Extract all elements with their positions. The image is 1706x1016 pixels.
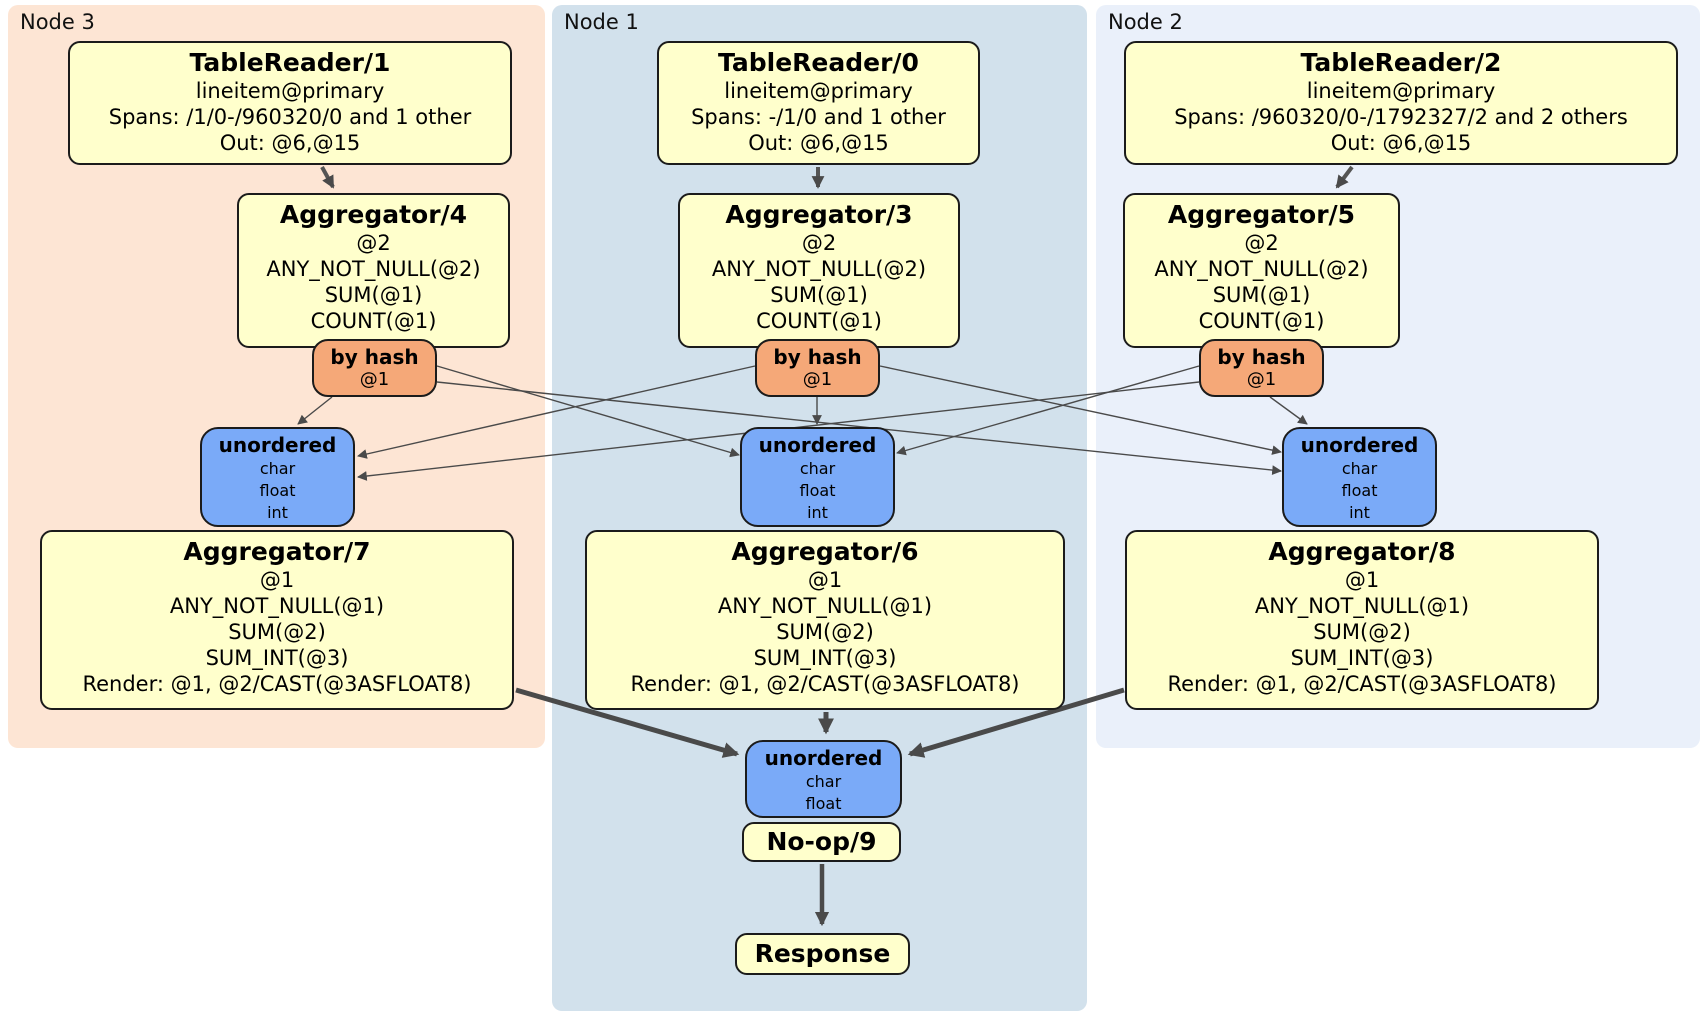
- box-title: Aggregator/8: [1268, 537, 1456, 566]
- aggregator-8-box: Aggregator/8 @1 ANY_NOT_NULL(@1) SUM(@2)…: [1125, 530, 1599, 710]
- box-line: SUM(@1): [324, 283, 423, 307]
- box-title: TableReader/1: [189, 48, 391, 77]
- box-line: Render: @1, @2/CAST(@3ASFLOAT8): [82, 672, 472, 696]
- box-line: ANY_NOT_NULL(@2): [711, 257, 927, 281]
- box-line: ANY_NOT_NULL(@2): [266, 257, 481, 281]
- router-key: @1: [802, 369, 833, 390]
- router-key: @1: [359, 369, 390, 390]
- box-line: ANY_NOT_NULL(@1): [717, 594, 933, 618]
- box-title: No-op/9: [766, 827, 877, 856]
- by-hash-router-node3: by hash @1: [312, 339, 437, 397]
- box-line: ANY_NOT_NULL(@1): [169, 594, 385, 618]
- sync-column: float: [259, 481, 296, 500]
- aggregator-3-box: Aggregator/3 @2 ANY_NOT_NULL(@2) SUM(@1)…: [678, 193, 960, 348]
- box-line: lineitem@primary: [724, 79, 913, 103]
- sync-title: unordered: [758, 433, 877, 457]
- sync-column: int: [807, 503, 828, 522]
- response-box: Response: [735, 933, 910, 975]
- box-line: @1: [1344, 568, 1380, 592]
- by-hash-router-node2: by hash @1: [1199, 339, 1324, 397]
- box-title: Aggregator/5: [1167, 200, 1356, 229]
- box-title: Aggregator/4: [279, 200, 468, 229]
- box-line: SUM(@1): [770, 283, 868, 307]
- box-line: lineitem@primary: [1306, 79, 1496, 103]
- aggregator-7-box: Aggregator/7 @1 ANY_NOT_NULL(@1) SUM(@2)…: [40, 530, 514, 710]
- box-line: lineitem@primary: [195, 79, 385, 103]
- box-line: COUNT(@1): [1198, 309, 1325, 333]
- box-line: Spans: /1/0-/960320/0 and 1 other: [108, 105, 472, 129]
- unordered-sync-node2: unordered char float int: [1282, 427, 1437, 527]
- sync-column: char: [259, 459, 296, 478]
- box-line: ANY_NOT_NULL(@2): [1154, 257, 1369, 281]
- box-line: SUM(@2): [776, 620, 874, 644]
- sync-column: char: [799, 459, 836, 478]
- aggregator-5-box: Aggregator/5 @2 ANY_NOT_NULL(@2) SUM(@1)…: [1123, 193, 1400, 348]
- node1-region-label: Node 1: [564, 10, 639, 34]
- box-title: Response: [754, 939, 891, 968]
- box-title: Aggregator/3: [725, 200, 913, 229]
- box-title: TableReader/2: [1300, 48, 1502, 77]
- box-line: @1: [807, 568, 843, 592]
- box-line: Render: @1, @2/CAST(@3ASFLOAT8): [630, 672, 1020, 696]
- box-line: SUM_INT(@3): [205, 646, 349, 670]
- router-title: by hash: [330, 345, 419, 369]
- router-title: by hash: [1217, 345, 1306, 369]
- box-line: @1: [259, 568, 295, 592]
- box-line: Spans: -/1/0 and 1 other: [691, 105, 946, 129]
- sync-title: unordered: [218, 433, 337, 457]
- box-line: @2: [1244, 231, 1279, 255]
- box-line: @2: [356, 231, 391, 255]
- box-line: @2: [801, 231, 837, 255]
- sync-column: float: [1341, 481, 1378, 500]
- box-line: SUM_INT(@3): [1290, 646, 1434, 670]
- sync-column: float: [805, 794, 842, 813]
- box-line: SUM_INT(@3): [753, 646, 897, 670]
- noop-box: No-op/9: [742, 822, 901, 862]
- sync-column: char: [805, 772, 842, 791]
- box-line: SUM(@1): [1212, 283, 1311, 307]
- sync-title: unordered: [764, 746, 883, 770]
- by-hash-router-node1: by hash @1: [755, 339, 880, 397]
- box-title: Aggregator/7: [183, 537, 371, 566]
- tablereader-2-box: TableReader/2 lineitem@primary Spans: /9…: [1124, 41, 1678, 165]
- sync-column: int: [267, 503, 288, 522]
- box-line: Out: @6,@15: [1330, 131, 1472, 155]
- box-line: Spans: /960320/0-/1792327/2 and 2 others: [1174, 105, 1628, 129]
- box-title: Aggregator/6: [731, 537, 919, 566]
- box-line: ANY_NOT_NULL(@1): [1254, 594, 1470, 618]
- unordered-sync-node1: unordered char float int: [740, 427, 895, 527]
- box-line: SUM(@2): [228, 620, 326, 644]
- sync-column: int: [1349, 503, 1370, 522]
- aggregator-6-box: Aggregator/6 @1 ANY_NOT_NULL(@1) SUM(@2)…: [585, 530, 1065, 710]
- router-title: by hash: [773, 345, 862, 369]
- aggregator-4-box: Aggregator/4 @2 ANY_NOT_NULL(@2) SUM(@1)…: [237, 193, 510, 348]
- tablereader-0-box: TableReader/0 lineitem@primary Spans: -/…: [657, 41, 980, 165]
- router-key: @1: [1246, 369, 1277, 390]
- box-line: Render: @1, @2/CAST(@3ASFLOAT8): [1167, 672, 1557, 696]
- box-line: Out: @6,@15: [219, 131, 361, 155]
- box-line: SUM(@2): [1313, 620, 1411, 644]
- unordered-sync-node3: unordered char float int: [200, 427, 355, 527]
- unordered-sync-final: unordered char float: [745, 740, 902, 818]
- box-line: Out: @6,@15: [748, 131, 889, 155]
- node3-region-label: Node 3: [20, 10, 95, 34]
- box-line: COUNT(@1): [756, 309, 882, 333]
- sync-title: unordered: [1300, 433, 1419, 457]
- sync-column: float: [799, 481, 836, 500]
- tablereader-1-box: TableReader/1 lineitem@primary Spans: /1…: [68, 41, 512, 165]
- node2-region-label: Node 2: [1108, 10, 1183, 34]
- sync-column: char: [1341, 459, 1378, 478]
- box-line: COUNT(@1): [310, 309, 437, 333]
- box-title: TableReader/0: [718, 48, 919, 77]
